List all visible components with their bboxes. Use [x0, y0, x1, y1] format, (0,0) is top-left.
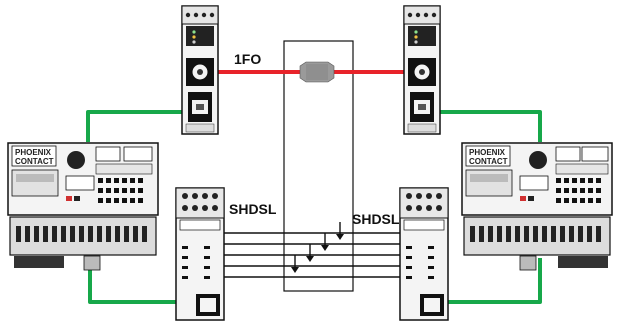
brand-line2: CONTACT — [469, 157, 508, 166]
fiber-label: 1FO — [234, 51, 261, 67]
brand-line2: CONTACT — [15, 157, 54, 166]
brand-line1: PHOENIX — [469, 148, 506, 157]
brand-line1: PHOENIX — [15, 148, 52, 157]
controller-left: PHOENIX CONTACT — [7, 142, 159, 271]
shdsl-modem-left — [175, 187, 225, 321]
fiber-splice-icon — [299, 61, 335, 83]
ethernet-cable-bottom-left — [88, 258, 182, 304]
dial-icon — [67, 151, 85, 169]
controller-right: PHOENIX CONTACT — [461, 142, 613, 271]
shdsl-modem-right — [399, 187, 449, 321]
shdsl-label-left: SHDSL — [229, 201, 277, 217]
distribution-box — [283, 40, 354, 292]
dial-icon — [529, 151, 547, 169]
ethernet-cable-bottom-right — [430, 258, 542, 304]
media-converter-left — [181, 5, 219, 135]
shdsl-label-right: SHDSL — [352, 211, 400, 227]
shdsl-arrows — [291, 234, 344, 273]
media-converter-right — [403, 5, 441, 135]
shdsl-lines — [224, 222, 400, 278]
